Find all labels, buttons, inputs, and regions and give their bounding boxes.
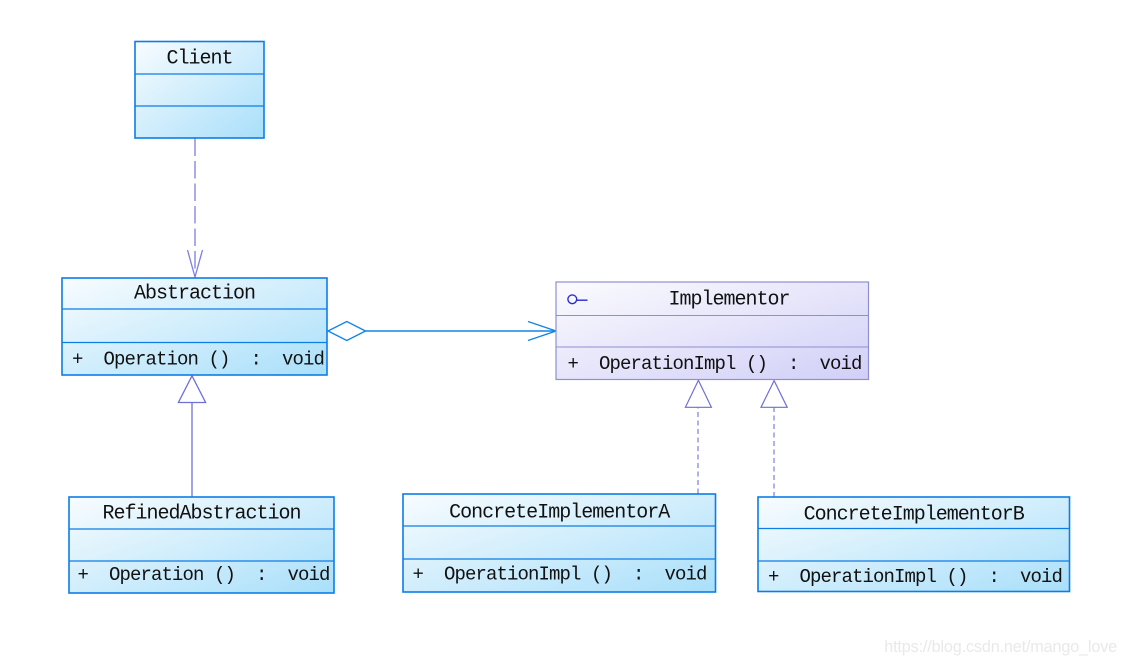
svg-text:Client: Client (166, 48, 232, 71)
svg-text:Implementor: Implementor (668, 289, 789, 312)
svg-text:+ OperationImpl () : void: + OperationImpl () : void (768, 566, 1062, 588)
svg-text:+ OperationImpl () : void: + OperationImpl () : void (413, 564, 707, 586)
svg-text:ConcreteImplementorB: ConcreteImplementorB (804, 503, 1025, 526)
svg-text:https://blog.csdn.net/mango_lo: https://blog.csdn.net/mango_love (884, 638, 1117, 656)
svg-text:RefinedAbstraction: RefinedAbstraction (102, 502, 300, 525)
svg-text:+ Operation () : void: + Operation () : void (78, 564, 330, 586)
svg-text:+ Operation () : void: + Operation () : void (72, 349, 324, 371)
svg-text:ConcreteImplementorA: ConcreteImplementorA (449, 502, 670, 525)
svg-text:Abstraction: Abstraction (134, 283, 255, 306)
svg-text:+ OperationImpl () : void: + OperationImpl () : void (568, 353, 862, 375)
